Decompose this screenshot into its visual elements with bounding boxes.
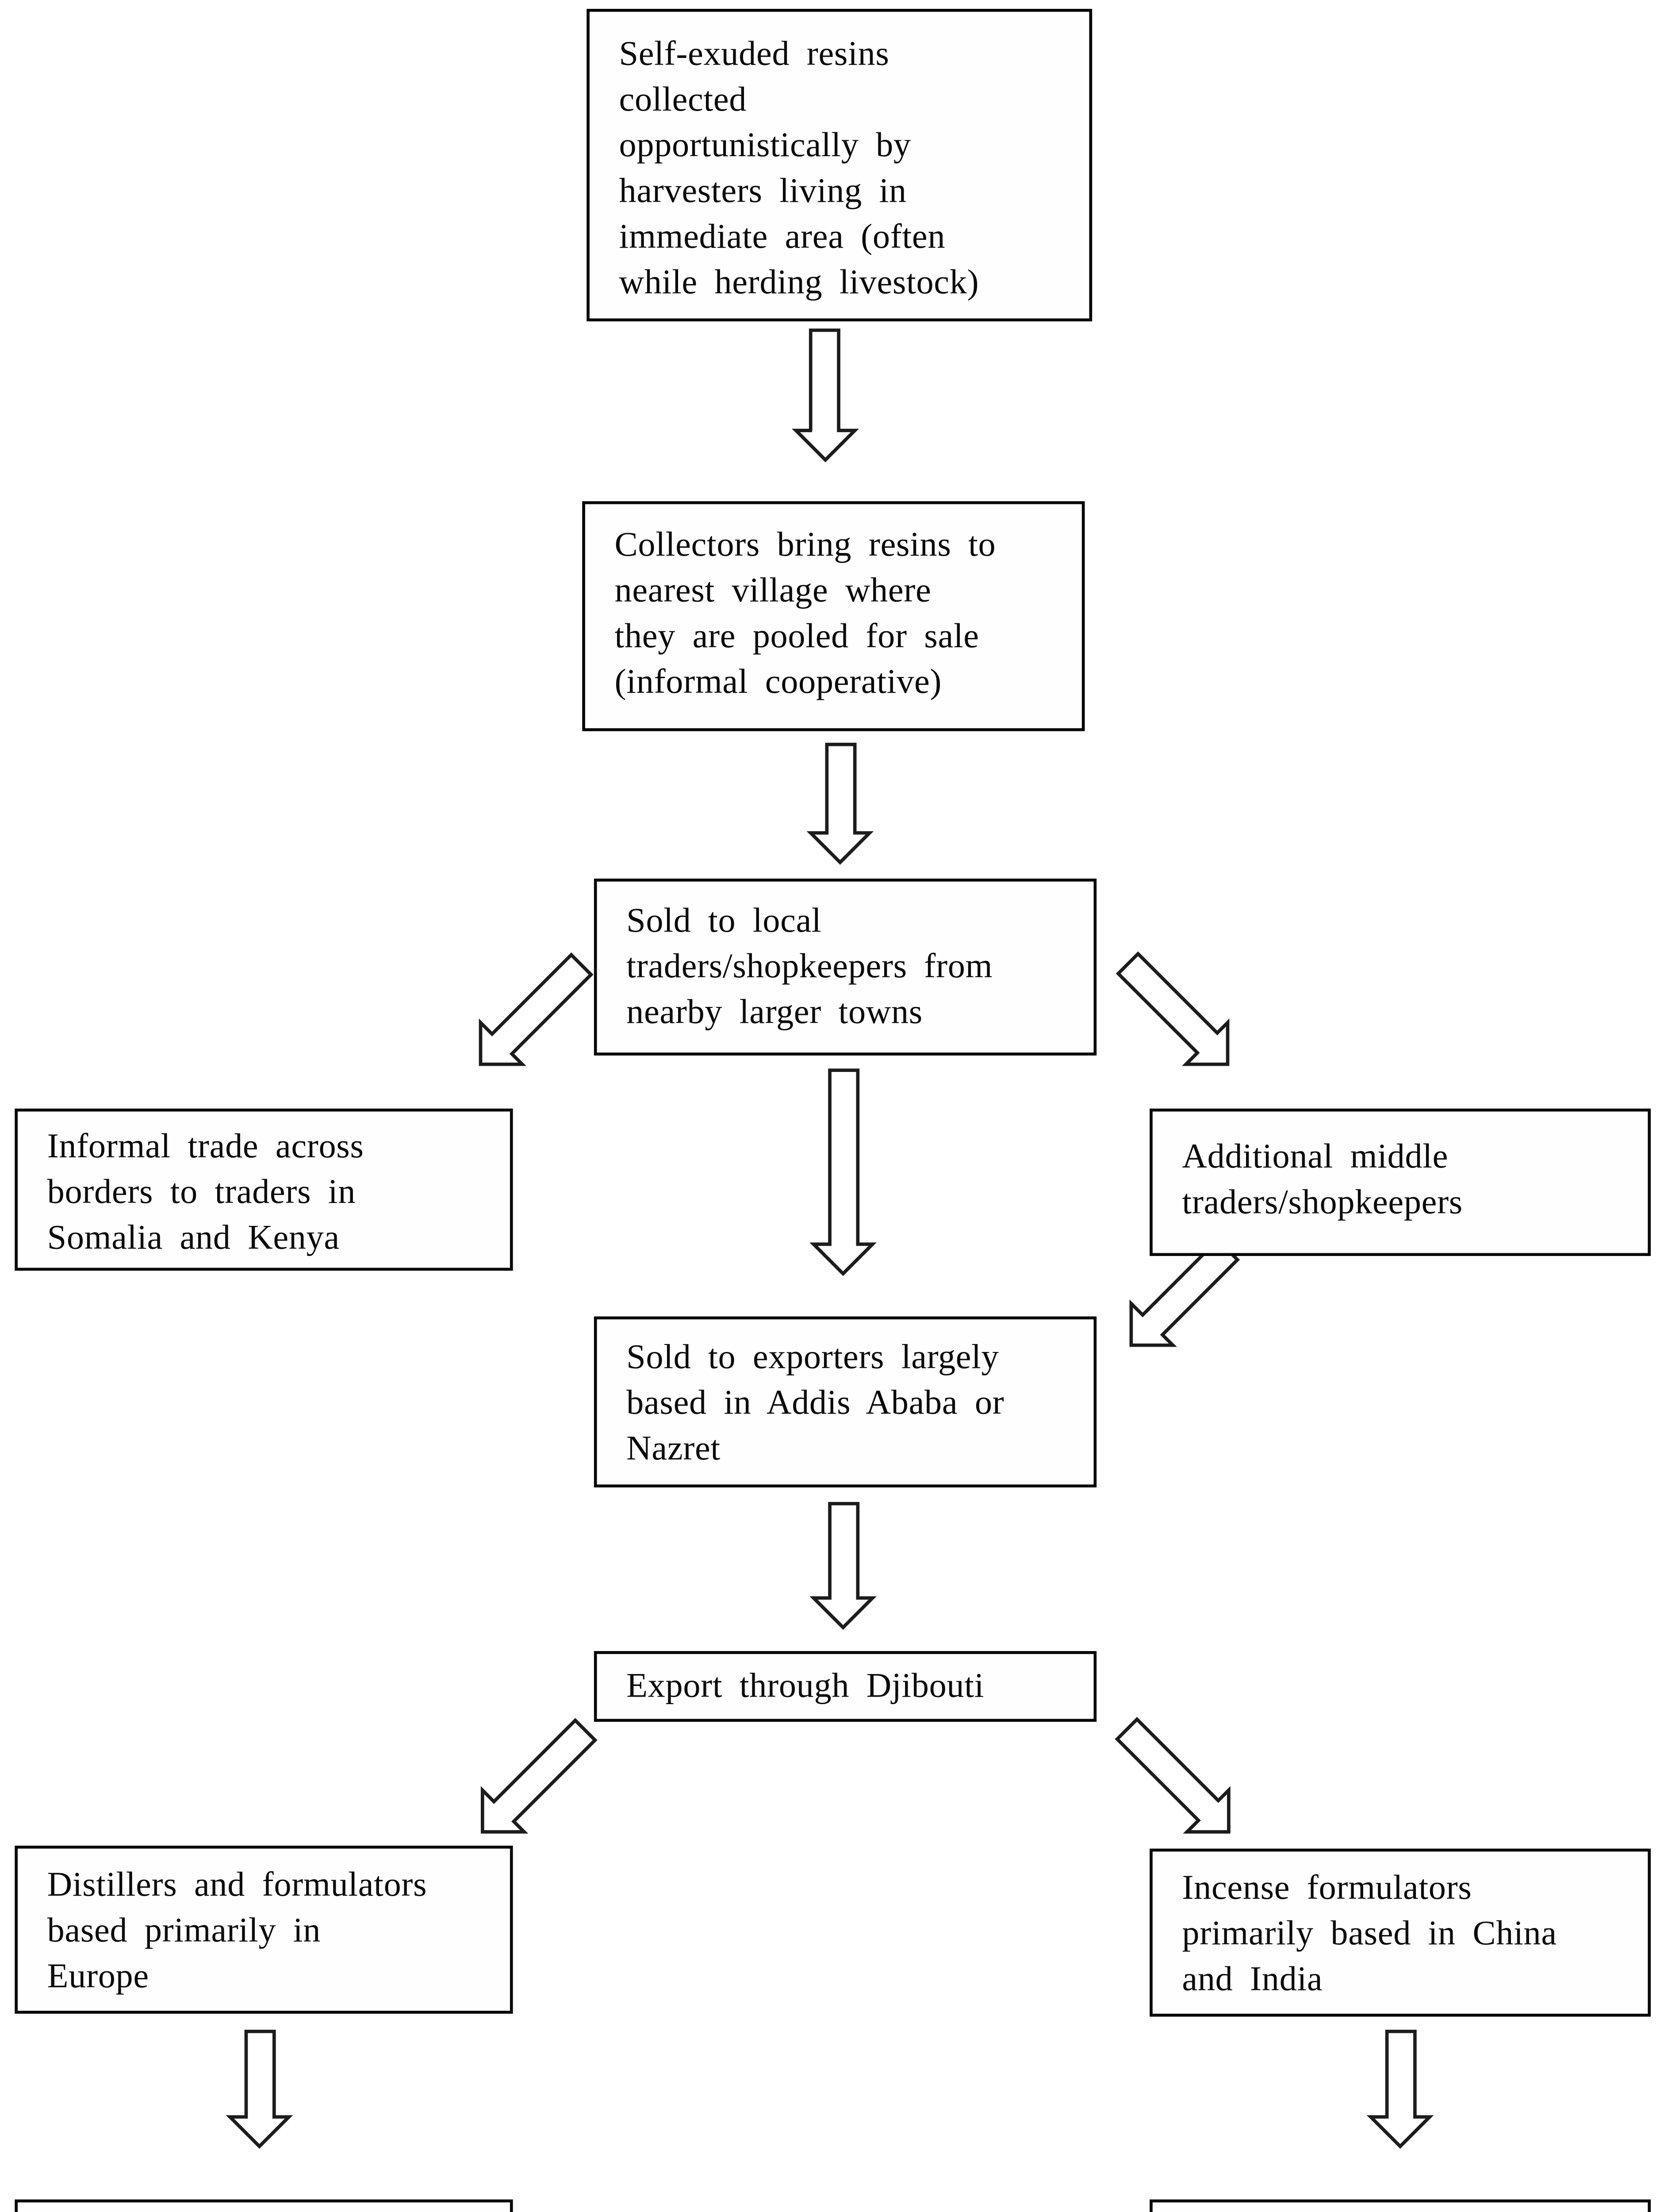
arrow-djibouti-to-distillers-icon xyxy=(480,1718,598,1834)
arrow-local-traders-to-additional-middle-icon xyxy=(1116,951,1230,1066)
box-informal-cross-border: Informal trade across borders to traders… xyxy=(15,1108,513,1271)
arrow-exporters-to-djibouti-icon xyxy=(809,1502,877,1630)
box-incense-china-india: Incense formulators primarily based in C… xyxy=(1150,1848,1651,2017)
arrow-harvesters-to-collectors-icon xyxy=(792,328,859,463)
arrow-djibouti-to-incense-icon xyxy=(1115,1717,1231,1834)
arrow-incense-to-retailers-right-icon xyxy=(1366,2029,1434,2149)
arrow-local-traders-to-exporters-icon xyxy=(809,1068,877,1276)
arrow-collectors-to-local-traders-icon xyxy=(806,742,874,865)
box-djibouti-export: Export through Djibouti xyxy=(594,1651,1097,1722)
box-retailers-right: Retailers and consumers globally xyxy=(1150,2199,1651,2212)
box-additional-middle-traders: Additional middle traders/shopkeepers xyxy=(1150,1108,1651,1256)
arrow-additional-middle-to-exporters-icon xyxy=(1129,1237,1240,1347)
box-local-traders: Sold to local traders/shopkeepers from n… xyxy=(594,878,1097,1056)
box-distillers-europe: Distillers and formulators based primari… xyxy=(15,1845,513,2014)
arrow-local-traders-to-informal-cross-border-icon xyxy=(479,952,594,1066)
arrow-distillers-to-retailers-left-icon xyxy=(226,2029,293,2149)
box-exporters: Sold to exporters largely based in Addis… xyxy=(594,1316,1097,1488)
box-collectors: Collectors bring resins to nearest villa… xyxy=(582,501,1085,731)
box-retailers-left: Retailers and consumers globally xyxy=(15,2199,513,2212)
box-harvesters: Self-exuded resins collected opportunist… xyxy=(587,8,1093,322)
